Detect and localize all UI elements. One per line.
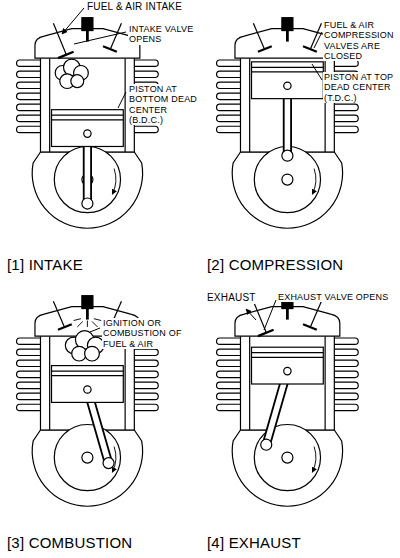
stroke-caption: [1] INTAKE bbox=[6, 256, 84, 273]
callout-label: FUEL & AIR COMPRESSION VALVES ARE CLOSED bbox=[323, 20, 397, 61]
callout-label: PISTON AT BOTTOM DEAD CENTER (B.D.C.) bbox=[128, 84, 202, 125]
callout-label: EXHAUST VALVE OPENS bbox=[277, 292, 397, 302]
callout-label: PISTON AT TOP DEAD CENTER (T.D.C.) bbox=[323, 72, 397, 103]
callout-label: EXHAUST bbox=[206, 292, 257, 304]
stroke-caption: [3] COMBUSTION bbox=[6, 534, 133, 551]
callout-label: IGNITION OR COMBUSTION OF FUEL & AIR bbox=[102, 318, 196, 349]
callout-label: FUEL & AIR INTAKE bbox=[86, 1, 183, 13]
callout-label: INTAKE VALVE OPENS bbox=[128, 24, 202, 45]
leader-lines bbox=[62, 8, 322, 332]
stroke-caption: [4] EXHAUST bbox=[206, 534, 302, 551]
stroke-caption: [2] COMPRESSION bbox=[206, 256, 344, 273]
exhaust-engine bbox=[217, 296, 359, 507]
